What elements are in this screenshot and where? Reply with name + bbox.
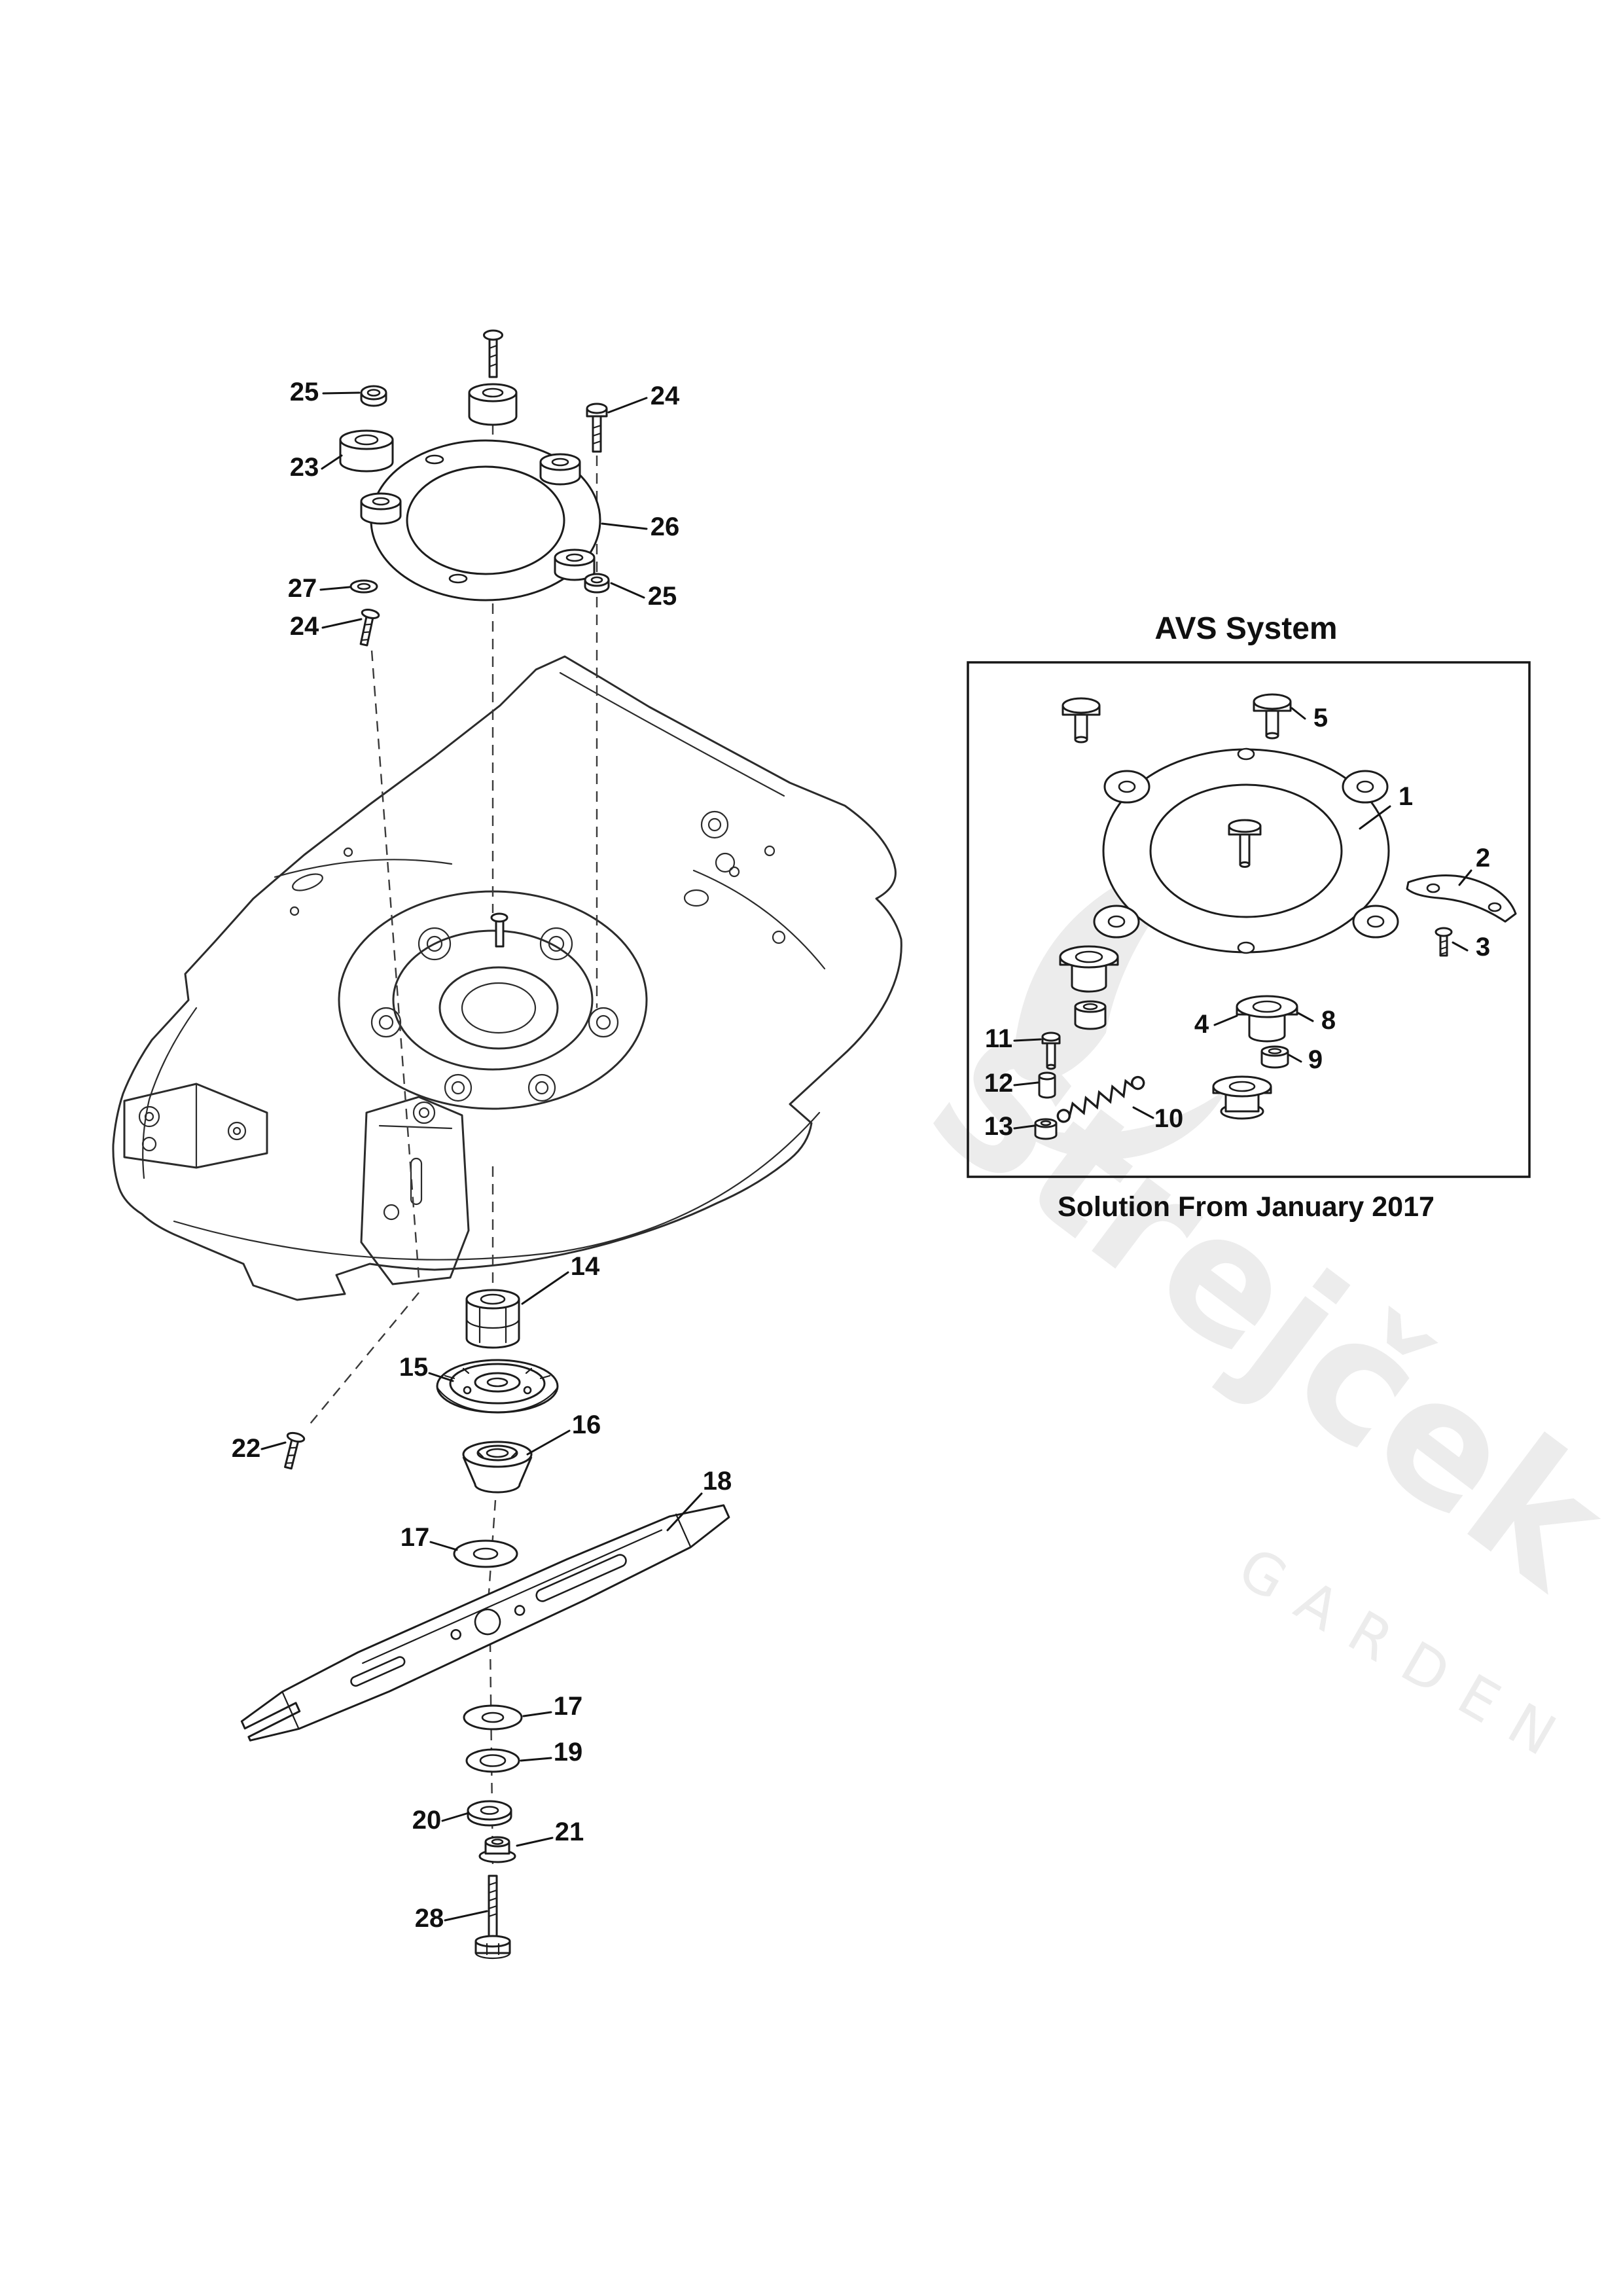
screw-24-left [359, 609, 380, 647]
callout-2: 2 [1476, 844, 1490, 872]
avs-cap-13 [1034, 1118, 1058, 1140]
callout-labels: 25 23 24 26 27 24 25 5 1 2 3 4 8 9 10 11… [232, 378, 1490, 1933]
blade-18 [240, 1504, 730, 1742]
avs-cap-left [1074, 1000, 1107, 1030]
callout-21: 21 [555, 1818, 584, 1846]
avs-center-bolt [1228, 819, 1262, 868]
callout-4: 4 [1194, 1010, 1209, 1039]
deck-center-stud [490, 912, 508, 948]
callout-9: 9 [1308, 1045, 1323, 1074]
callout-15: 15 [399, 1353, 429, 1382]
avs-pin-12 [1038, 1071, 1056, 1099]
pulley-hub-15 [436, 1359, 559, 1414]
callout-13: 13 [984, 1112, 1014, 1141]
avs-box-title: AVS System [1154, 611, 1337, 646]
avs-bushing-left-top [1059, 945, 1119, 993]
hub-adaptor-14 [465, 1289, 520, 1349]
deck-housing [112, 655, 902, 1301]
callout-16: 16 [572, 1410, 601, 1439]
avs-nut-9 [1260, 1045, 1289, 1069]
nut-21 [478, 1836, 516, 1863]
blade-boss-16 [462, 1441, 533, 1494]
avs-box-caption: Solution From January 2017 [1058, 1191, 1435, 1223]
avs-system-box: AVS System Solution From January 2017 [967, 611, 1531, 1223]
callout-25-right: 25 [648, 582, 677, 611]
callout-25-top: 25 [290, 378, 319, 406]
avs-bolt-5-right [1253, 693, 1292, 740]
callout-19: 19 [554, 1738, 583, 1767]
avs-damper-plate-2 [1406, 874, 1517, 923]
watermark-swoosh-icon [1000, 1088, 1228, 1160]
avs-bolt-5-left [1061, 697, 1101, 744]
callout-14: 14 [571, 1252, 600, 1281]
callout-20: 20 [412, 1806, 442, 1835]
watermark: Strejček GARDEN [895, 847, 1623, 1780]
washer-27 [349, 579, 378, 594]
nut-25-right [584, 573, 610, 594]
avs-screw-3 [1435, 927, 1453, 957]
callout-24-left: 24 [290, 612, 319, 641]
screw-22 [284, 1431, 306, 1470]
bolt-24-top-right [586, 403, 608, 453]
bolt-28 [474, 1874, 511, 1960]
callout-18: 18 [703, 1467, 732, 1496]
callout-17-upper: 17 [401, 1523, 430, 1552]
callout-8: 8 [1321, 1006, 1336, 1035]
spacer-23 [339, 429, 394, 473]
washer-17-upper [453, 1539, 518, 1568]
callout-10: 10 [1154, 1104, 1184, 1133]
callout-1: 1 [1399, 782, 1413, 811]
nut-25-top-left [360, 385, 387, 407]
callout-11: 11 [985, 1024, 1012, 1053]
leader-lines [260, 391, 1472, 1922]
callout-27: 27 [288, 574, 317, 603]
callout-23: 23 [290, 453, 319, 482]
mounting-ring-26 [360, 439, 601, 601]
washer-19 [465, 1748, 520, 1773]
callout-24-top: 24 [651, 382, 680, 410]
avs-spring-10 [1056, 1075, 1145, 1123]
callout-28: 28 [415, 1904, 444, 1933]
callout-22: 22 [232, 1434, 261, 1463]
blade-assembly [240, 1289, 730, 1960]
callout-5: 5 [1313, 704, 1328, 732]
top-ring-assembly [339, 329, 610, 647]
callout-17-lower: 17 [554, 1692, 583, 1721]
avs-bushing-4-8 [1236, 995, 1298, 1043]
callout-3: 3 [1476, 933, 1490, 961]
callout-26: 26 [651, 512, 680, 541]
screw-top-center [483, 329, 503, 378]
avs-box-frame [967, 661, 1531, 1178]
callout-12: 12 [984, 1069, 1014, 1098]
washer-17-lower [463, 1704, 523, 1731]
avs-bushing-bottom [1212, 1075, 1272, 1120]
washer-20 [467, 1800, 512, 1827]
spacer-center [468, 383, 518, 426]
avs-bolt-11 [1041, 1031, 1061, 1070]
